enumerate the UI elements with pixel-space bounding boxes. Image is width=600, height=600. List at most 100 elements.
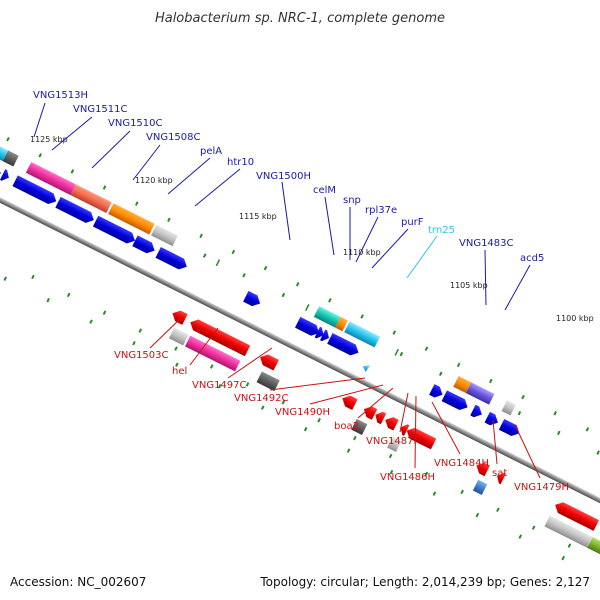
- scale-label: 1105 kbp: [450, 281, 488, 290]
- gene-label-VNG1492C: VNG1492C: [234, 393, 289, 404]
- genome-summary-text: Topology: circular; Length: 2,014,239 bp…: [259, 575, 590, 589]
- gene-green-right: [587, 537, 600, 555]
- gene-dgray: [256, 371, 280, 392]
- track-dot: [134, 201, 139, 206]
- gene-arrow: [484, 411, 498, 426]
- track-dot: [432, 491, 437, 496]
- gene-arrow: [555, 502, 599, 531]
- gene-VNG1503C: [172, 310, 188, 325]
- genome-backbone: [0, 167, 600, 513]
- track-dot: [596, 450, 600, 455]
- track-dot: [518, 534, 523, 539]
- track-dot: [388, 453, 393, 459]
- track-dot: [475, 512, 480, 518]
- track-dot: [38, 153, 42, 158]
- track-dot: [3, 276, 8, 281]
- lower-gene-labels: VNG1503C hel VNG1497C VNG1492C VNG1490H …: [114, 315, 569, 493]
- forward-inner-genes: [0, 161, 520, 436]
- gene-steel: [472, 479, 488, 496]
- track-dot: [392, 330, 397, 335]
- gene-label-celM: celM: [313, 185, 336, 196]
- track-dot: [46, 297, 50, 303]
- gene-arrow: [314, 326, 324, 339]
- gene-label-VNG1486H: VNG1486H: [380, 472, 435, 483]
- gene-snp: [335, 316, 348, 332]
- track-dot: [399, 351, 404, 357]
- sequence-track: [0, 136, 600, 561]
- gene-label-pelA: pelA: [200, 146, 222, 157]
- gene-arrow: [441, 390, 468, 411]
- gene-arrow: [498, 418, 520, 436]
- track-dot: [585, 427, 590, 432]
- scale-label: 1120 kbp: [135, 176, 173, 185]
- track-dot: [132, 340, 136, 346]
- gene-pink: [184, 335, 241, 372]
- gene-arrow: [92, 215, 135, 244]
- track-dot: [209, 364, 214, 369]
- scale-label: 1115 kbp: [239, 212, 277, 221]
- gene-label-VNG1484H: VNG1484H: [434, 458, 489, 469]
- gene-label-VNG1513H: VNG1513H: [33, 90, 88, 101]
- gene-label-htr10: htr10: [227, 157, 254, 168]
- gene-label-VNG1500H: VNG1500H: [256, 171, 311, 182]
- track-dot: [460, 489, 464, 495]
- track-dot: [303, 426, 308, 432]
- gene-sat: [476, 462, 490, 477]
- gene-gray-small: [387, 436, 402, 453]
- gene-VNG1486H: [400, 424, 410, 436]
- map-title: Halobacterium sp. NRC-1, complete genome: [155, 11, 445, 26]
- gene-gray: [168, 327, 189, 346]
- track-dot: [89, 319, 93, 324]
- track-dot: [218, 383, 222, 389]
- track-dot: [496, 507, 500, 513]
- track-dot: [389, 469, 394, 475]
- gene-label-VNG1503C: VNG1503C: [114, 350, 169, 361]
- gene-cyan-left: [0, 144, 8, 162]
- gene-VNG1492C: [342, 395, 358, 410]
- gene-VNG1479H: [497, 472, 506, 485]
- track-dot: [556, 430, 561, 436]
- gene-label-VNG1508C: VNG1508C: [146, 132, 201, 143]
- gene-label-VNG1511C: VNG1511C: [73, 104, 128, 115]
- gene-arrow: [55, 196, 94, 223]
- gene-label-VNG1490H: VNG1490H: [275, 407, 330, 418]
- track-dot: [138, 328, 143, 333]
- scale-labels: 1125 kbp 1120 kbp 1115 kbp 1110 kbp 1105…: [30, 135, 594, 323]
- track-dot: [353, 435, 357, 441]
- gene-dgray-small: [351, 418, 368, 436]
- accession-text: Accession: NC_002607: [10, 575, 146, 589]
- track-dot: [66, 292, 71, 298]
- dot-rows: [3, 136, 600, 561]
- track-dot: [346, 448, 351, 453]
- gene-arrow: [429, 384, 443, 398]
- gene-celM: [313, 306, 341, 328]
- gene-arrow: [470, 404, 482, 418]
- gene-VNG1510C: [70, 184, 112, 214]
- gene-VNG1508C: [108, 203, 155, 235]
- track-dot: [438, 371, 443, 377]
- track-dot: [6, 136, 10, 142]
- gene-trn25: [362, 365, 371, 372]
- track-dot: [31, 274, 35, 280]
- upper-gene-labels: VNG1513H VNG1511C VNG1510C VNG1508C pelA…: [33, 90, 544, 311]
- gene-label-VNG1510C: VNG1510C: [108, 118, 163, 129]
- track-dot: [281, 292, 286, 298]
- track-dot: [424, 471, 429, 477]
- gene-arrow: [155, 247, 187, 270]
- track-dot: [489, 378, 493, 384]
- track-dot: [517, 410, 522, 416]
- track-dot: [295, 282, 300, 287]
- forward-outer-genes: [0, 144, 516, 416]
- track-dot: [231, 249, 236, 255]
- gene-label-acd5: acd5: [520, 253, 544, 264]
- track-dot: [199, 233, 203, 239]
- track-dot: [167, 217, 171, 223]
- gene-pelA: [151, 224, 178, 247]
- track-dot: [553, 410, 558, 416]
- gene-rpl37e: [344, 321, 380, 348]
- gene-arrow: [12, 175, 57, 205]
- track-dot: [281, 400, 286, 405]
- track-dot: [521, 394, 525, 400]
- track-dot: [102, 185, 107, 190]
